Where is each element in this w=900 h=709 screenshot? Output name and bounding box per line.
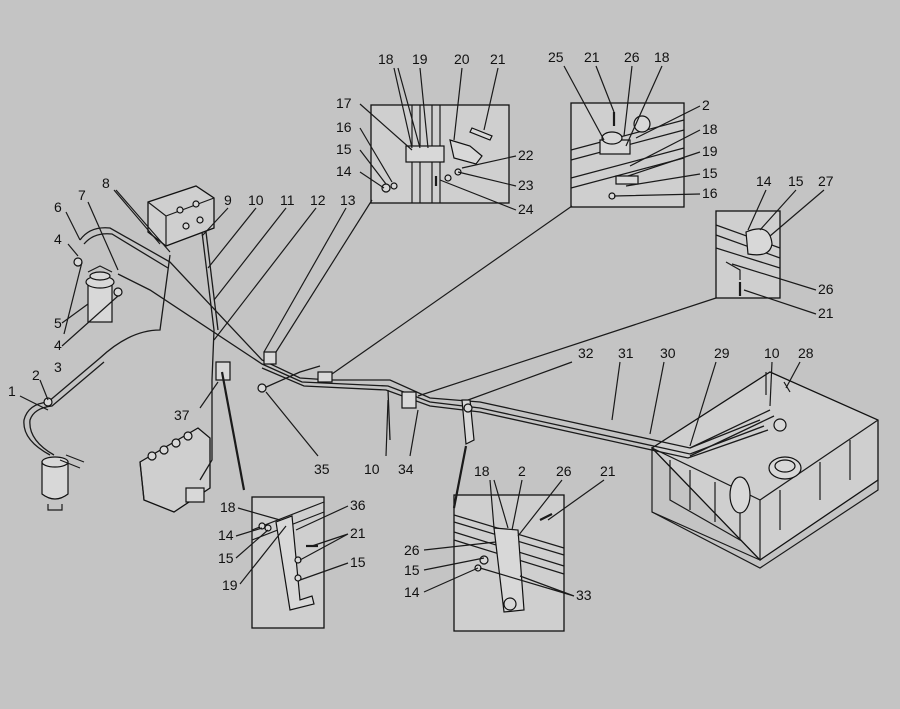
inset5-label-26b: 26 xyxy=(404,542,420,558)
label-5: 5 xyxy=(54,315,62,331)
inset5-label-18: 18 xyxy=(474,463,490,479)
inset2-label-18: 18 xyxy=(654,49,670,65)
label-9: 9 xyxy=(224,192,232,208)
inset4-label-19: 19 xyxy=(222,577,238,593)
label-10-right: 10 xyxy=(764,345,780,361)
inset1-label-16: 16 xyxy=(336,119,352,135)
label-4-lower: 4 xyxy=(54,337,62,353)
inset2-label-18b: 18 xyxy=(702,121,718,137)
label-1: 1 xyxy=(8,383,16,399)
inset1-label-14: 14 xyxy=(336,163,352,179)
inset4-label-14: 14 xyxy=(218,527,234,543)
inset4-label-21: 21 xyxy=(350,525,366,541)
label-10-top: 10 xyxy=(248,192,264,208)
inset1-label-21: 21 xyxy=(490,51,506,67)
label-7: 7 xyxy=(78,187,86,203)
label-6: 6 xyxy=(54,199,62,215)
inset-clamp-tank xyxy=(715,210,781,299)
inset3-label-26: 26 xyxy=(818,281,834,297)
inset5-label-21: 21 xyxy=(600,463,616,479)
inset3-label-21: 21 xyxy=(818,305,834,321)
inset3-label-15: 15 xyxy=(788,173,804,189)
label-2: 2 xyxy=(32,367,40,383)
inset-clamp-top xyxy=(370,104,510,204)
label-31: 31 xyxy=(618,345,634,361)
inset1-label-15: 15 xyxy=(336,141,352,157)
inset5-label-15: 15 xyxy=(404,562,420,578)
clamps xyxy=(43,257,475,445)
inset1-label-19: 19 xyxy=(412,51,428,67)
inset2-label-19: 19 xyxy=(702,143,718,159)
inset1-label-18: 18 xyxy=(378,51,394,67)
inset1-label-17: 17 xyxy=(336,95,352,111)
inset3-label-27: 27 xyxy=(818,173,834,189)
inset4-label-36: 36 xyxy=(350,497,366,513)
inset5-label-2: 2 xyxy=(518,463,526,479)
engine-block xyxy=(139,427,211,513)
inset5-label-14: 14 xyxy=(404,584,420,600)
fuel-tank xyxy=(650,371,879,569)
inset2-label-2: 2 xyxy=(702,97,710,113)
inset1-label-20: 20 xyxy=(454,51,470,67)
label-37: 37 xyxy=(174,407,190,423)
fine-filter xyxy=(85,265,115,323)
inset1-label-23: 23 xyxy=(518,177,534,193)
inset-bracket-left xyxy=(251,496,325,629)
inset2-label-25: 25 xyxy=(548,49,564,65)
inset-bracket-center xyxy=(453,494,565,632)
inset1-label-24: 24 xyxy=(518,201,534,217)
label-12: 12 xyxy=(310,192,326,208)
label-30: 30 xyxy=(660,345,676,361)
inset4-label-18: 18 xyxy=(220,499,236,515)
label-11: 11 xyxy=(280,192,295,208)
label-10-mid: 10 xyxy=(364,461,380,477)
coarse-filter xyxy=(41,454,85,511)
part-labels: 1 2 3 4 5 4 6 7 8 9 10 11 12 13 35 10 34… xyxy=(8,49,834,603)
inset2-label-15: 15 xyxy=(702,165,718,181)
label-13: 13 xyxy=(340,192,356,208)
label-34: 34 xyxy=(398,461,414,477)
injection-pump xyxy=(147,185,215,247)
leader-lines xyxy=(19,189,801,509)
inset2-label-26: 26 xyxy=(624,49,640,65)
label-28: 28 xyxy=(798,345,814,361)
inset5-label-26: 26 xyxy=(556,463,572,479)
label-35: 35 xyxy=(314,461,330,477)
inset-clamp-right xyxy=(570,102,685,208)
label-29: 29 xyxy=(714,345,730,361)
inset4-label-15a: 15 xyxy=(218,550,234,566)
inset5-label-33: 33 xyxy=(576,587,592,603)
inset3-label-14: 14 xyxy=(756,173,772,189)
label-32: 32 xyxy=(578,345,594,361)
inset2-label-16: 16 xyxy=(702,185,718,201)
inset2-label-21: 21 xyxy=(584,49,600,65)
label-3: 3 xyxy=(54,359,62,375)
inset1-label-22: 22 xyxy=(518,147,534,163)
label-4-upper: 4 xyxy=(54,231,62,247)
inset4-label-15b: 15 xyxy=(350,554,366,570)
label-8: 8 xyxy=(102,175,110,191)
